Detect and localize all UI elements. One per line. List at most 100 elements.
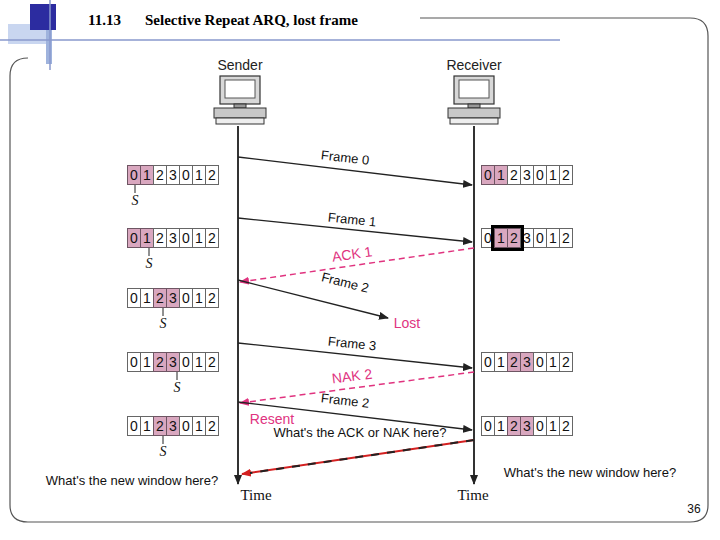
header-decoration xyxy=(30,4,56,30)
sequence-cell: 1 xyxy=(494,165,508,185)
header-rule xyxy=(0,39,560,41)
sequence-cell: 0 xyxy=(179,228,193,248)
time-axis-label: Time xyxy=(240,487,271,504)
window-highlight xyxy=(491,225,524,251)
sequence-cell: 2 xyxy=(559,352,573,372)
sequence-cell: 1 xyxy=(192,288,206,308)
window-strip: 0123012 xyxy=(128,352,219,372)
sequence-cell: 1 xyxy=(546,165,560,185)
pointer-tick xyxy=(163,308,164,316)
station-label: Sender xyxy=(217,57,262,73)
sequence-cell: 1 xyxy=(140,416,154,436)
window-strip: 0123012 xyxy=(128,416,219,436)
frame-label: Frame 2 xyxy=(320,270,371,296)
page-number: 36 xyxy=(687,503,700,517)
sequence-cell: 2 xyxy=(507,165,521,185)
sequence-cell: 1 xyxy=(546,228,560,248)
sequence-cell: 2 xyxy=(153,165,167,185)
sequence-cell: 2 xyxy=(507,352,521,372)
sequence-cell: 2 xyxy=(559,165,573,185)
header-rule xyxy=(49,0,51,70)
sequence-cell: 0 xyxy=(127,352,141,372)
pointer-tick xyxy=(135,185,136,193)
pointer-tick xyxy=(163,436,164,444)
sender-pointer: S xyxy=(132,193,139,209)
sequence-cell: 2 xyxy=(205,288,219,308)
window-strip: 0123012 xyxy=(482,352,573,372)
sequence-cell: 2 xyxy=(153,352,167,372)
sequence-cell: 3 xyxy=(166,165,180,185)
header-decoration xyxy=(46,30,52,64)
sequence-cell: 0 xyxy=(127,288,141,308)
receiver-computer xyxy=(448,76,500,124)
sequence-cell: 0 xyxy=(127,228,141,248)
ack-label: ACK 1 xyxy=(331,243,373,265)
slide-frame xyxy=(10,18,708,522)
pointer-tick xyxy=(177,372,178,380)
sequence-cell: 0 xyxy=(533,352,547,372)
sequence-cell: 0 xyxy=(481,416,495,436)
sequence-cell: 1 xyxy=(140,165,154,185)
sender-pointer: S xyxy=(174,380,181,396)
window-strip: 0123012 xyxy=(482,416,573,436)
query-arrow-dashes xyxy=(250,440,474,473)
sequence-cell: 2 xyxy=(507,416,521,436)
sequence-cell: 1 xyxy=(192,228,206,248)
sequence-cell: 2 xyxy=(507,228,521,248)
slide-title: Selective Repeat ARQ, lost frame xyxy=(145,12,358,29)
window-strip: 0123012 xyxy=(128,288,219,308)
sequence-cell: 1 xyxy=(140,228,154,248)
sequence-cell: 1 xyxy=(546,352,560,372)
sender-timeline xyxy=(237,126,239,484)
sequence-cell: 2 xyxy=(153,416,167,436)
sequence-cell: 2 xyxy=(205,165,219,185)
sequence-cell: 2 xyxy=(205,352,219,372)
sequence-cell: 1 xyxy=(494,416,508,436)
sequence-cell: 0 xyxy=(179,288,193,308)
sequence-cell: 1 xyxy=(140,288,154,308)
sequence-cell: 0 xyxy=(481,352,495,372)
window-strip: 0123012 xyxy=(128,165,219,185)
frame-label: Frame 3 xyxy=(327,335,377,355)
sequence-cell: 3 xyxy=(520,416,534,436)
sender-pointer: S xyxy=(160,444,167,460)
nak-label: NAK 2 xyxy=(331,366,373,387)
question-note: What's the new window here? xyxy=(504,466,676,481)
question-note: What's the new window here? xyxy=(46,474,218,489)
sequence-cell: 1 xyxy=(192,416,206,436)
sequence-cell: 3 xyxy=(166,228,180,248)
section-number: 11.13 xyxy=(88,12,121,29)
sequence-cell: 2 xyxy=(559,416,573,436)
station-label: Receiver xyxy=(446,57,501,73)
pointer-tick xyxy=(149,248,150,256)
sequence-cell: 1 xyxy=(494,352,508,372)
question-note: What's the ACK or NAK here? xyxy=(273,426,446,441)
sequence-cell: 0 xyxy=(179,165,193,185)
sequence-cell: 0 xyxy=(127,416,141,436)
sender-pointer: S xyxy=(160,316,167,332)
resent-note: Resent xyxy=(250,411,294,427)
window-strip: 0123012 xyxy=(482,228,573,248)
sequence-cell: 2 xyxy=(153,288,167,308)
receiver-timeline xyxy=(473,126,475,484)
window-strip: 0123012 xyxy=(128,228,219,248)
query-arrow xyxy=(242,440,474,474)
sequence-cell: 1 xyxy=(546,416,560,436)
sequence-cell: 0 xyxy=(127,165,141,185)
sequence-cell: 3 xyxy=(166,352,180,372)
sequence-cell: 2 xyxy=(153,228,167,248)
sequence-cell: 1 xyxy=(192,165,206,185)
window-strip: 0123012 xyxy=(482,165,573,185)
sequence-cell: 3 xyxy=(520,165,534,185)
sequence-cell: 0 xyxy=(179,416,193,436)
sequence-cell: 0 xyxy=(481,165,495,185)
sequence-cell: 0 xyxy=(533,228,547,248)
sender-pointer: S xyxy=(146,256,153,272)
sequence-cell: 3 xyxy=(166,288,180,308)
sequence-cell: 2 xyxy=(205,228,219,248)
frame-label: Frame 0 xyxy=(320,148,370,168)
lost-note: Lost xyxy=(394,315,420,331)
time-axis-label: Time xyxy=(457,487,488,504)
